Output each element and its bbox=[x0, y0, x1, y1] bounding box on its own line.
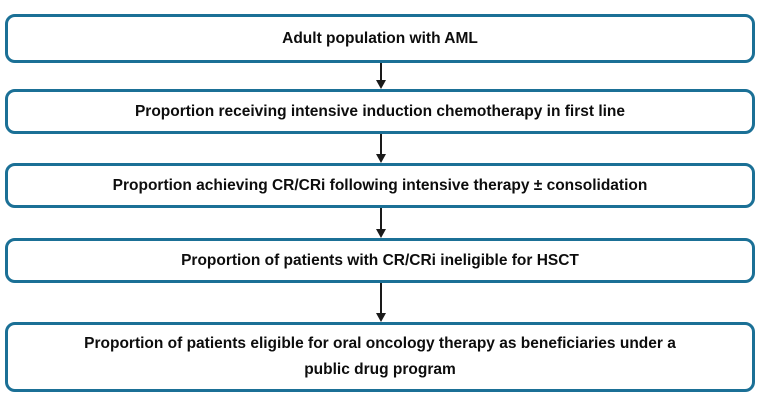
flow-step-label: Proportion achieving CR/CRi following in… bbox=[112, 176, 648, 194]
down-arrow-icon bbox=[375, 283, 387, 322]
down-arrow-icon bbox=[375, 63, 387, 89]
arrow-stem bbox=[380, 208, 382, 229]
arrow-head bbox=[376, 229, 386, 238]
flow-step-label: Proportion of patients with CR/CRi ineli… bbox=[181, 251, 579, 269]
flow-step-label: Proportion receiving intensive induction… bbox=[134, 102, 626, 120]
flow-step-hsct-ineligible: Proportion of patients with CR/CRi ineli… bbox=[5, 238, 755, 283]
down-arrow-icon bbox=[375, 208, 387, 238]
down-arrow-icon bbox=[375, 134, 387, 163]
arrow-stem bbox=[380, 134, 382, 154]
arrow-head bbox=[376, 313, 386, 322]
flow-step-cr-cri-achievement: Proportion achieving CR/CRi following in… bbox=[5, 163, 755, 208]
arrow-head bbox=[376, 154, 386, 163]
flow-step-label: Proportion of patients eligible for oral… bbox=[84, 335, 676, 352]
flow-step-intensive-induction: Proportion receiving intensive induction… bbox=[5, 89, 755, 134]
flow-step-oral-oncology-eligible: Proportion of patients eligible for oral… bbox=[5, 322, 755, 392]
flow-step-label: public drug program bbox=[304, 361, 456, 378]
arrow-head bbox=[376, 80, 386, 89]
flow-step-adult-population-aml: Adult population with AML bbox=[5, 14, 755, 63]
flow-step-label: Adult population with AML bbox=[282, 29, 478, 47]
arrow-stem bbox=[380, 283, 382, 313]
arrow-stem bbox=[380, 63, 382, 80]
